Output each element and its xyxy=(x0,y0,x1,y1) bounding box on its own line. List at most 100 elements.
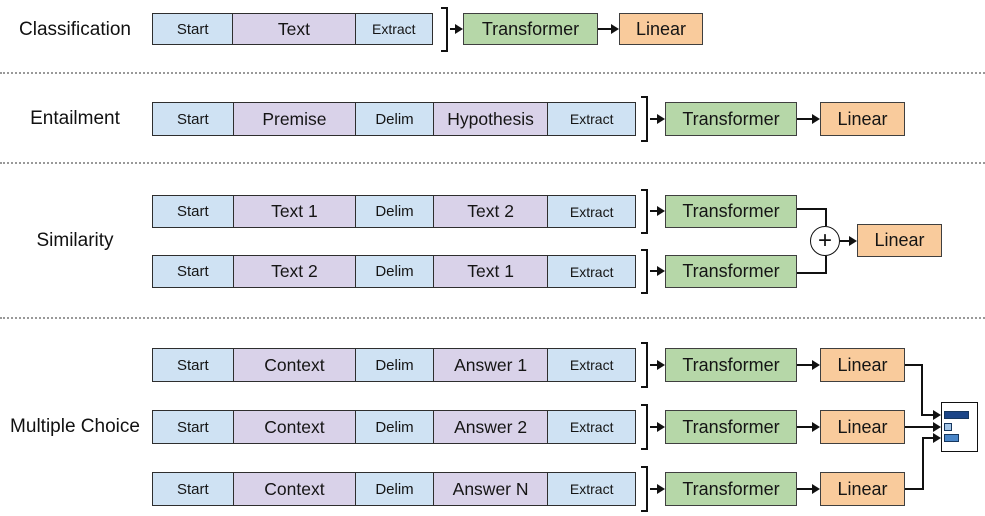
token-segment: Delim xyxy=(355,473,433,505)
token-segment: Extract xyxy=(547,196,635,227)
connector-line xyxy=(797,208,827,210)
connector-line xyxy=(650,426,657,428)
token-segment: Answer N xyxy=(432,473,548,505)
connector-line xyxy=(922,437,924,490)
connector-line xyxy=(905,364,923,366)
connector-line xyxy=(921,414,933,416)
linear-box: Linear xyxy=(619,13,703,45)
connector-line xyxy=(650,210,657,212)
token-segment: Delim xyxy=(355,103,433,135)
section-label-multiple-choice: Multiple Choice xyxy=(10,416,140,437)
arrowhead-icon xyxy=(657,266,665,276)
token-segment: Hypothesis xyxy=(432,103,548,135)
connector-line xyxy=(650,270,657,272)
token-segment: Start xyxy=(153,14,233,44)
token-segment: Premise xyxy=(232,103,356,135)
arrowhead-icon xyxy=(812,360,820,370)
transformer-box: Transformer xyxy=(463,13,598,45)
arrowhead-icon xyxy=(657,360,665,370)
connector-line xyxy=(650,488,657,490)
connector-line xyxy=(921,364,923,416)
arrowhead-icon xyxy=(657,114,665,124)
connector-line xyxy=(797,118,812,120)
sum-node: + xyxy=(810,226,840,256)
token-segment: Delim xyxy=(355,411,433,443)
section-label-entailment: Entailment xyxy=(30,108,120,129)
linear-box: Linear xyxy=(820,102,905,136)
token-segment: Delim xyxy=(355,256,433,287)
section-separator xyxy=(0,317,985,319)
token-segment: Answer 2 xyxy=(432,411,548,443)
token-segment: Context xyxy=(232,411,356,443)
token-segment: Start xyxy=(153,349,233,381)
connector-line xyxy=(840,240,849,242)
connector-line xyxy=(905,488,924,490)
arrowhead-icon xyxy=(933,433,941,443)
token-segment: Text 2 xyxy=(232,256,356,287)
score-bar xyxy=(944,423,952,431)
connector-line xyxy=(797,272,827,274)
token-segment: Extract xyxy=(547,473,635,505)
arrowhead-icon xyxy=(657,206,665,216)
token-segment: Start xyxy=(153,256,233,287)
token-segment: Delim xyxy=(355,349,433,381)
arrowhead-icon xyxy=(849,236,857,246)
plus-icon: + xyxy=(817,227,832,254)
connector-line xyxy=(598,28,611,30)
token-row: Start Premise Delim Hypothesis Extract xyxy=(152,102,636,136)
arrowhead-icon xyxy=(933,410,941,420)
bracket-icon xyxy=(641,96,648,142)
section-separator xyxy=(0,72,985,74)
arrowhead-icon xyxy=(657,422,665,432)
connector-line xyxy=(450,28,456,30)
token-segment: Extract xyxy=(354,14,432,44)
connector-line xyxy=(922,437,933,439)
bracket-icon xyxy=(641,342,648,388)
token-row: Start Context Delim Answer 2 Extract xyxy=(152,410,636,444)
token-row: Start Text Extract xyxy=(152,13,433,45)
token-segment: Answer 1 xyxy=(432,349,548,381)
connector-line xyxy=(797,488,812,490)
section-separator xyxy=(0,162,985,164)
token-segment: Text 1 xyxy=(432,256,548,287)
answer-scores-chart xyxy=(941,402,978,452)
section-label-similarity: Similarity xyxy=(36,230,114,251)
connector-line xyxy=(825,256,827,274)
token-segment: Start xyxy=(153,103,233,135)
connector-line xyxy=(650,118,657,120)
token-segment: Extract xyxy=(547,256,635,287)
arrowhead-icon xyxy=(812,422,820,432)
score-bar xyxy=(944,411,969,419)
arrowhead-icon xyxy=(657,484,665,494)
connector-line xyxy=(797,364,812,366)
token-row: Start Context Delim Answer 1 Extract xyxy=(152,348,636,382)
arrowhead-icon xyxy=(812,484,820,494)
score-bar xyxy=(944,434,959,442)
token-segment: Extract xyxy=(547,349,635,381)
token-segment: Extract xyxy=(547,411,635,443)
token-row: Start Text 1 Delim Text 2 Extract xyxy=(152,195,636,228)
bracket-icon xyxy=(641,189,648,234)
connector-line xyxy=(905,426,933,428)
token-segment: Extract xyxy=(547,103,635,135)
transformer-box: Transformer xyxy=(665,410,797,444)
linear-box: Linear xyxy=(820,410,905,444)
linear-box: Linear xyxy=(820,348,905,382)
bracket-icon xyxy=(641,466,648,512)
token-segment: Start xyxy=(153,196,233,227)
arrowhead-icon xyxy=(611,24,619,34)
transformer-box: Transformer xyxy=(665,102,797,136)
token-segment: Context xyxy=(232,349,356,381)
section-label-classification: Classification xyxy=(19,19,131,40)
token-segment: Delim xyxy=(355,196,433,227)
token-segment: Start xyxy=(153,411,233,443)
connector-line xyxy=(825,208,827,226)
token-segment: Text 2 xyxy=(432,196,548,227)
token-segment: Start xyxy=(153,473,233,505)
token-row: Start Context Delim Answer N Extract xyxy=(152,472,636,506)
bracket-icon xyxy=(641,249,648,294)
bracket-icon xyxy=(441,7,448,52)
linear-box: Linear xyxy=(857,224,942,257)
transformer-box: Transformer xyxy=(665,255,797,288)
